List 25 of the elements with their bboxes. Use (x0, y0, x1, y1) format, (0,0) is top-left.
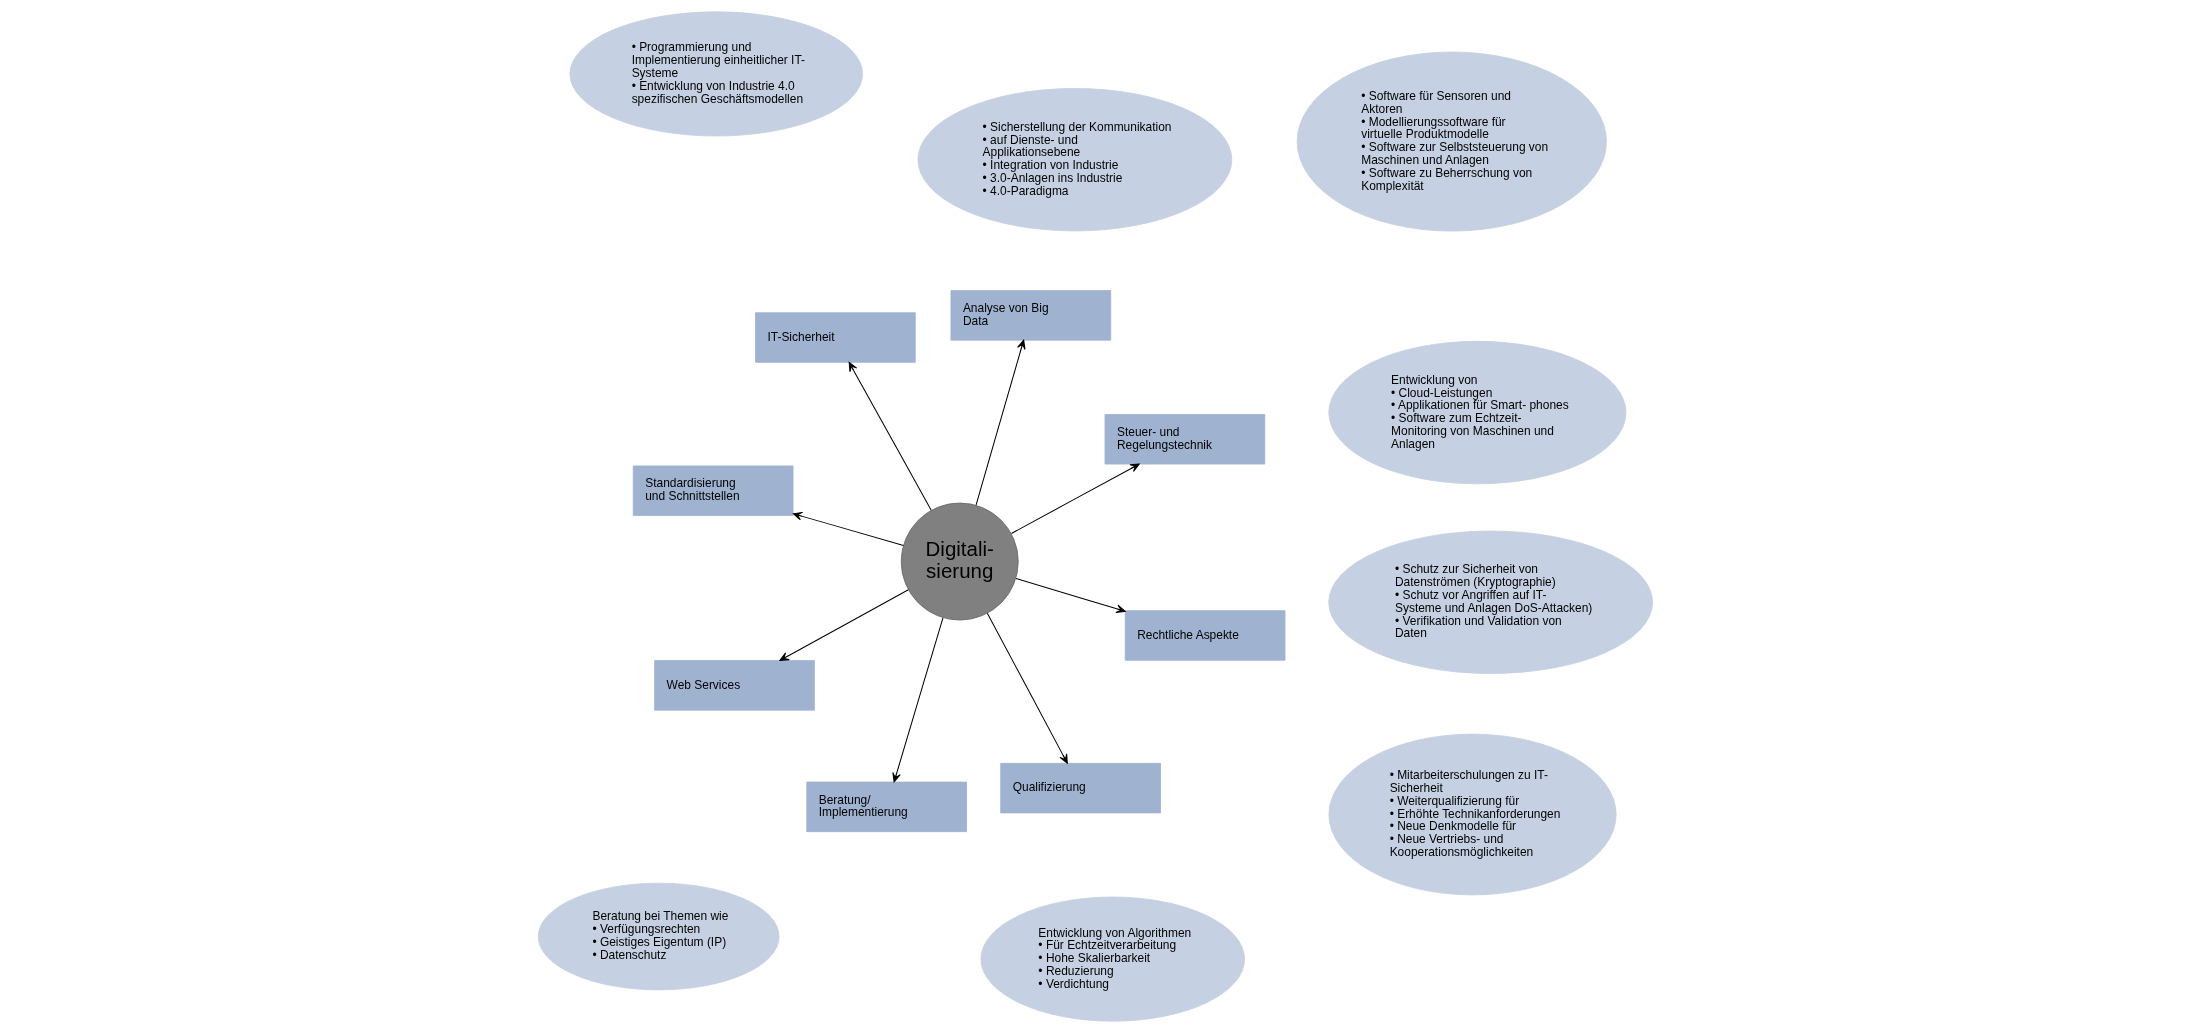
node-ellipse: • Programmierung und Implementierung einheitlicher IT-Systeme • Entwicklung von Industrie 4.0 spezifischen Geschäftsmodellen (569, 11, 863, 137)
node-box: IT-Sicherheit (754, 312, 916, 363)
node-box: Web Services (653, 660, 815, 711)
node-ellipse: • Software für Sensoren und Aktoren • Modellierungssoftware für virtuelle Produktmodelle • Software zur Selbststeuerung von Maschinen und Anlagen • Software zu Beherrschung von Komplexität (1296, 51, 1607, 232)
arrow (778, 589, 909, 661)
node-box: Steuer- und Regelungstechnik (1104, 414, 1265, 465)
node-ellipse: • Sicherstellung der Kommunikation • auf Dienste- und Applikationsebene • Integration von Industrie • 3.0-Anlagen ins Industrie • 4.0-Paradigma (917, 88, 1232, 232)
arrow (792, 511, 904, 546)
arrow (848, 361, 932, 511)
node-ellipse: Entwicklung von • Cloud-Leistungen • Applikationen für Smart- phones • Software zum Echtzeit- Monitoring von Maschinen und Anlagen (1327, 340, 1626, 485)
node-ellipse: Beratung bei Themen wie • Verfügungsrechten • Geistiges Eigentum (IP) • Datenschutz (537, 882, 779, 991)
node-ellipse: • Mitarbeiterschulungen zu IT-Sicherheit • Weiterqualifizierung für • Erhöhte Technikanforderungen • Neue Denkmodelle für • Neue Vertriebs- und Kooperationsmöglichkeiten (1328, 733, 1617, 896)
node-box: Qualifizierung (999, 762, 1161, 814)
node-box: Analyse von Big Data (950, 290, 1111, 341)
arrow (975, 339, 1026, 506)
arrow (891, 617, 943, 783)
node-box: Rechtliche Aspekte (1124, 610, 1285, 661)
node-ellipse: Entwicklung von Algorithmen • Für Echtzeitverarbeitung • Hohe Skalierbarkeit • Reduzierung • Verdichtung (979, 896, 1245, 1022)
arrow (1015, 578, 1126, 614)
arrow (986, 612, 1068, 764)
node-box: Standardisierung und Schnittstellen (632, 465, 793, 516)
node-ellipse: • Schutz zur Sicherheit von Datenströmen (Kryptographie) • Schutz vor Angriffen auf IT-Systeme und Anlagen DoS-Attacken) • Verifikation und Validation von Daten (1327, 530, 1653, 674)
node-circle: Digitali- sierung (900, 502, 1019, 621)
node-box: Beratung/ Implementierung (805, 781, 967, 833)
arrow (1010, 463, 1140, 534)
